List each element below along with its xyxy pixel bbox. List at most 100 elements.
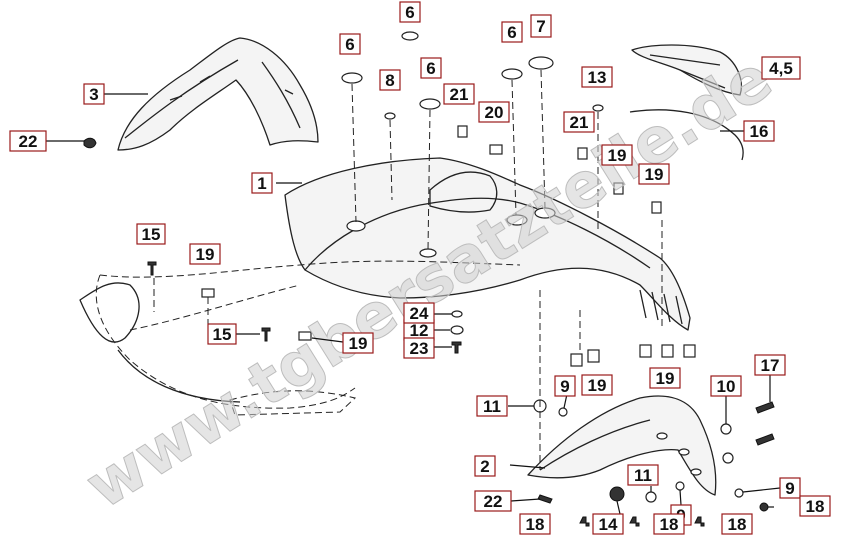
svg-text:15: 15 [142, 225, 161, 244]
svg-text:6: 6 [405, 3, 414, 22]
svg-text:13: 13 [588, 68, 607, 87]
part-front-body [284, 157, 691, 331]
svg-text:18: 18 [660, 515, 679, 534]
callout-6b: 6 [339, 33, 361, 55]
clip-21a [457, 125, 468, 138]
washer-9a [558, 407, 568, 417]
screw-18d [759, 502, 769, 512]
svg-text:18: 18 [526, 515, 545, 534]
svg-text:19: 19 [196, 245, 215, 264]
svg-text:3: 3 [89, 85, 98, 104]
clip-19f3 [683, 344, 696, 358]
svg-text:18: 18 [728, 515, 747, 534]
svg-text:2: 2 [480, 457, 489, 476]
callout-6d: 6 [501, 21, 523, 43]
part-lower-bumper [79, 260, 521, 416]
svg-text:19: 19 [656, 369, 675, 388]
grommet-14 [609, 486, 625, 502]
svg-text:4,5: 4,5 [769, 59, 793, 78]
callout-18b: 18 [653, 513, 685, 535]
svg-text:19: 19 [349, 334, 368, 353]
plug-13 [592, 104, 604, 112]
svg-text:9: 9 [560, 377, 569, 396]
part-visor [117, 37, 319, 151]
washer-10 [720, 423, 732, 435]
grommet-7 [528, 56, 554, 70]
plug-8 [384, 112, 396, 120]
screw-18c [694, 516, 705, 527]
svg-text:7: 7 [536, 17, 545, 36]
clip-19e [570, 353, 583, 367]
callout-19e: 19 [581, 374, 613, 396]
screw-22a [83, 137, 97, 149]
callout-10: 10 [710, 375, 742, 397]
clip-19c [201, 288, 215, 298]
svg-text:17: 17 [761, 356, 780, 375]
bolt-17b [755, 433, 775, 446]
leader-lines [46, 93, 781, 515]
callout-11a: 11 [476, 395, 508, 417]
callout-22b: 22 [474, 490, 512, 512]
callout-18c: 18 [721, 513, 753, 535]
screw-15a [147, 261, 157, 276]
callout-13: 13 [581, 66, 613, 88]
part-rear-cover [631, 44, 742, 96]
screw-23 [451, 341, 462, 354]
washer-10b [722, 452, 734, 464]
svg-text:12: 12 [410, 321, 429, 340]
washer-24 [451, 310, 463, 318]
washer-11b [645, 491, 657, 503]
bolt-17a [755, 401, 775, 414]
callout-22a: 22 [9, 130, 47, 152]
svg-text:9: 9 [785, 479, 794, 498]
callout-6a: 6 [399, 1, 421, 23]
callout-15b: 15 [207, 323, 237, 345]
screw-18b [629, 516, 640, 527]
svg-text:19: 19 [608, 146, 627, 165]
grommet-6a [401, 31, 419, 41]
clip-19f2 [661, 344, 674, 358]
clip-19b [651, 201, 662, 214]
svg-text:1: 1 [257, 174, 266, 193]
grommet-6b [341, 72, 363, 84]
washer-9c [734, 488, 744, 498]
svg-text:22: 22 [19, 132, 38, 151]
svg-text:6: 6 [426, 59, 435, 78]
svg-text:8: 8 [385, 71, 394, 90]
svg-text:21: 21 [570, 113, 589, 132]
svg-text:21: 21 [450, 85, 469, 104]
callout-3: 3 [83, 83, 105, 105]
part-strip [629, 109, 744, 161]
callout-17: 17 [754, 354, 786, 376]
callout-19d: 19 [342, 332, 374, 354]
svg-text:11: 11 [483, 397, 501, 416]
callout-6c: 6 [420, 57, 442, 79]
grommet-6d [501, 68, 523, 80]
svg-text:20: 20 [485, 103, 504, 122]
callout-23: 23 [403, 337, 435, 359]
washer-9b [675, 481, 685, 491]
callout-7: 7 [530, 14, 552, 38]
callout-4-5: 4,5 [761, 56, 801, 80]
callout-9c: 9 [779, 477, 801, 499]
callout-24: 24 [403, 302, 435, 324]
svg-text:11: 11 [634, 466, 652, 485]
callout-19c: 19 [189, 243, 221, 265]
grommet-6c [419, 98, 441, 110]
clip-19f [639, 344, 652, 358]
callout-18a: 18 [519, 513, 551, 535]
svg-text:14: 14 [599, 515, 618, 534]
screw-15b [261, 327, 271, 342]
callout-1: 1 [251, 172, 273, 194]
callout-21b: 21 [563, 111, 595, 133]
callout-16: 16 [743, 120, 775, 142]
clip-19d [298, 331, 312, 341]
assembly-lines [153, 69, 663, 470]
svg-text:18: 18 [806, 497, 825, 516]
part-side-fender [527, 395, 717, 496]
svg-text:10: 10 [717, 377, 736, 396]
svg-text:24: 24 [410, 304, 429, 323]
svg-text:6: 6 [345, 35, 354, 54]
svg-text:16: 16 [750, 122, 769, 141]
